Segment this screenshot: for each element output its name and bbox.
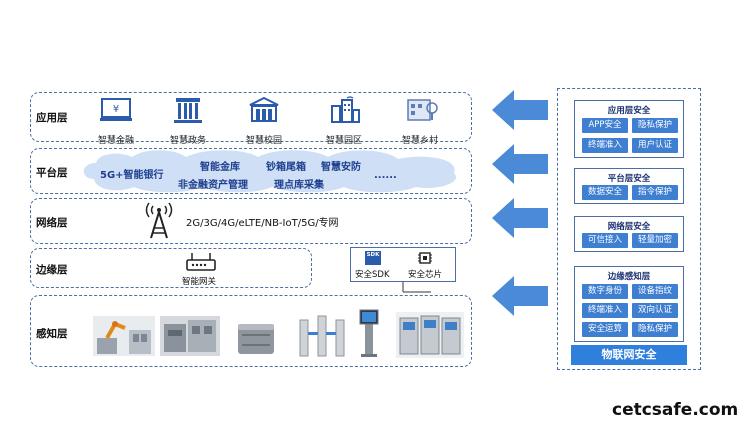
- chip-secure-compute: 安全运算: [582, 322, 628, 337]
- edge-perception-security-box: 边缘感知层 数字身份 设备指纹 终端准入 双向认证 安全运算 隐私保护: [574, 266, 684, 342]
- campus-building-icon: [249, 96, 279, 122]
- svg-text:¥: ¥: [113, 104, 119, 115]
- platform-item-cash-collection: 理点库采集: [274, 180, 324, 191]
- platform-security-title: 平台层安全: [607, 174, 651, 184]
- chip-command-protection: 指令保护: [632, 185, 678, 200]
- perception-layer-label: 感知层: [36, 328, 68, 340]
- platform-item-smart-security: 智慧安防: [321, 162, 361, 173]
- application-layer-label: 应用层: [36, 112, 68, 124]
- government-building-icon: [174, 98, 202, 123]
- network-layer-box: [30, 198, 472, 244]
- chip-lightweight-encryption: 轻量加密: [632, 233, 678, 248]
- edge-gateway-label: 智能网关: [182, 277, 217, 287]
- app-smart-government-label: 智慧政务: [169, 136, 206, 146]
- app-smart-finance: ¥ 智慧金融: [84, 96, 148, 146]
- edge-security-chip-label: 安全芯片: [408, 270, 443, 280]
- app-smart-campus-label: 智慧校园: [245, 136, 282, 146]
- app-smart-village: 智慧乡村: [388, 96, 452, 146]
- edge-layer-label: 边缘层: [36, 264, 68, 276]
- platform-item-more: ......: [374, 170, 397, 181]
- finance-screen-icon: ¥: [100, 98, 132, 121]
- sdk-badge-text: SDK: [366, 252, 380, 258]
- machinery-image: [160, 316, 220, 356]
- application-security-box: 应用层安全 APP安全 隐私保护 终端准入 用户认证: [574, 100, 684, 158]
- app-smart-park-label: 智慧园区: [325, 136, 362, 146]
- application-security-title: 应用层安全: [607, 106, 651, 116]
- factory-robot-image: [93, 316, 155, 356]
- chip-mutual-auth: 双向认证: [632, 303, 678, 318]
- chip-privacy-protection: 隐私保护: [632, 118, 678, 133]
- turnstile-gate-image: [299, 315, 345, 357]
- network-security-title: 网络层安全: [607, 222, 651, 232]
- platform-layer-label: 平台层: [36, 167, 68, 179]
- app-smart-park: 智慧园区: [312, 96, 376, 146]
- platform-item-smart-vault: 智能金库: [200, 162, 240, 173]
- chip-privacy-protection-2: 隐私保护: [632, 322, 678, 337]
- app-smart-campus: 智慧校园: [232, 96, 296, 146]
- app-smart-government: 智慧政务: [156, 96, 220, 146]
- arrow-application-icon: [492, 90, 548, 130]
- chip-icon: [418, 252, 432, 264]
- app-smart-finance-label: 智慧金融: [97, 136, 134, 146]
- chip-terminal-access: 终端准入: [582, 138, 628, 153]
- chip-terminal-access-2: 终端准入: [582, 303, 628, 318]
- iot-security-footer: 物联网安全: [571, 345, 687, 365]
- platform-security-box: 平台层安全 数据安全 指令保护: [574, 168, 684, 204]
- network-security-box: 网络层安全 可信接入 轻量加密: [574, 216, 684, 252]
- arrow-edge-perception-icon: [492, 276, 548, 316]
- edge-perception-security-title: 边缘感知层: [607, 272, 651, 282]
- kiosk-image: [359, 309, 379, 357]
- chip-data-security: 数据安全: [582, 185, 628, 200]
- platform-item-non-financial-assets: 非金融资产管理: [178, 180, 248, 191]
- chip-device-fingerprint: 设备指纹: [632, 284, 678, 299]
- chip-app-security: APP安全: [582, 118, 628, 133]
- chip-user-auth: 用户认证: [632, 138, 678, 153]
- park-buildings-icon: [331, 96, 360, 123]
- platform-item-5g-bank: 5G+智能银行: [100, 170, 164, 181]
- edge-security-sdk-label: 安全SDK: [355, 270, 390, 280]
- sdk-icon: SDK: [365, 251, 381, 265]
- antenna-tower-icon: [145, 202, 173, 239]
- edge-layer-box: [30, 248, 312, 288]
- chip-digital-identity: 数字身份: [582, 284, 628, 299]
- platform-item-cash-box: 钞箱尾箱: [266, 162, 306, 173]
- platform-cloud-shape: [83, 150, 457, 193]
- network-layer-label: 网络层: [36, 217, 68, 229]
- chip-trusted-access: 可信接入: [582, 233, 628, 248]
- edge-connector-line: [402, 282, 431, 293]
- app-smart-village-label: 智慧乡村: [401, 136, 438, 146]
- gateway-router-icon: [186, 253, 216, 271]
- arrow-platform-icon: [492, 144, 548, 184]
- arrow-network-icon: [492, 198, 548, 238]
- network-protocols-text: 2G/3G/4G/eLTE/NB-IoT/5G/专网: [186, 218, 339, 229]
- site-watermark: cetcsafe.com: [612, 400, 739, 420]
- atm-machines-image: [396, 312, 464, 358]
- village-house-icon: [407, 99, 438, 121]
- cash-case-image: [238, 324, 274, 354]
